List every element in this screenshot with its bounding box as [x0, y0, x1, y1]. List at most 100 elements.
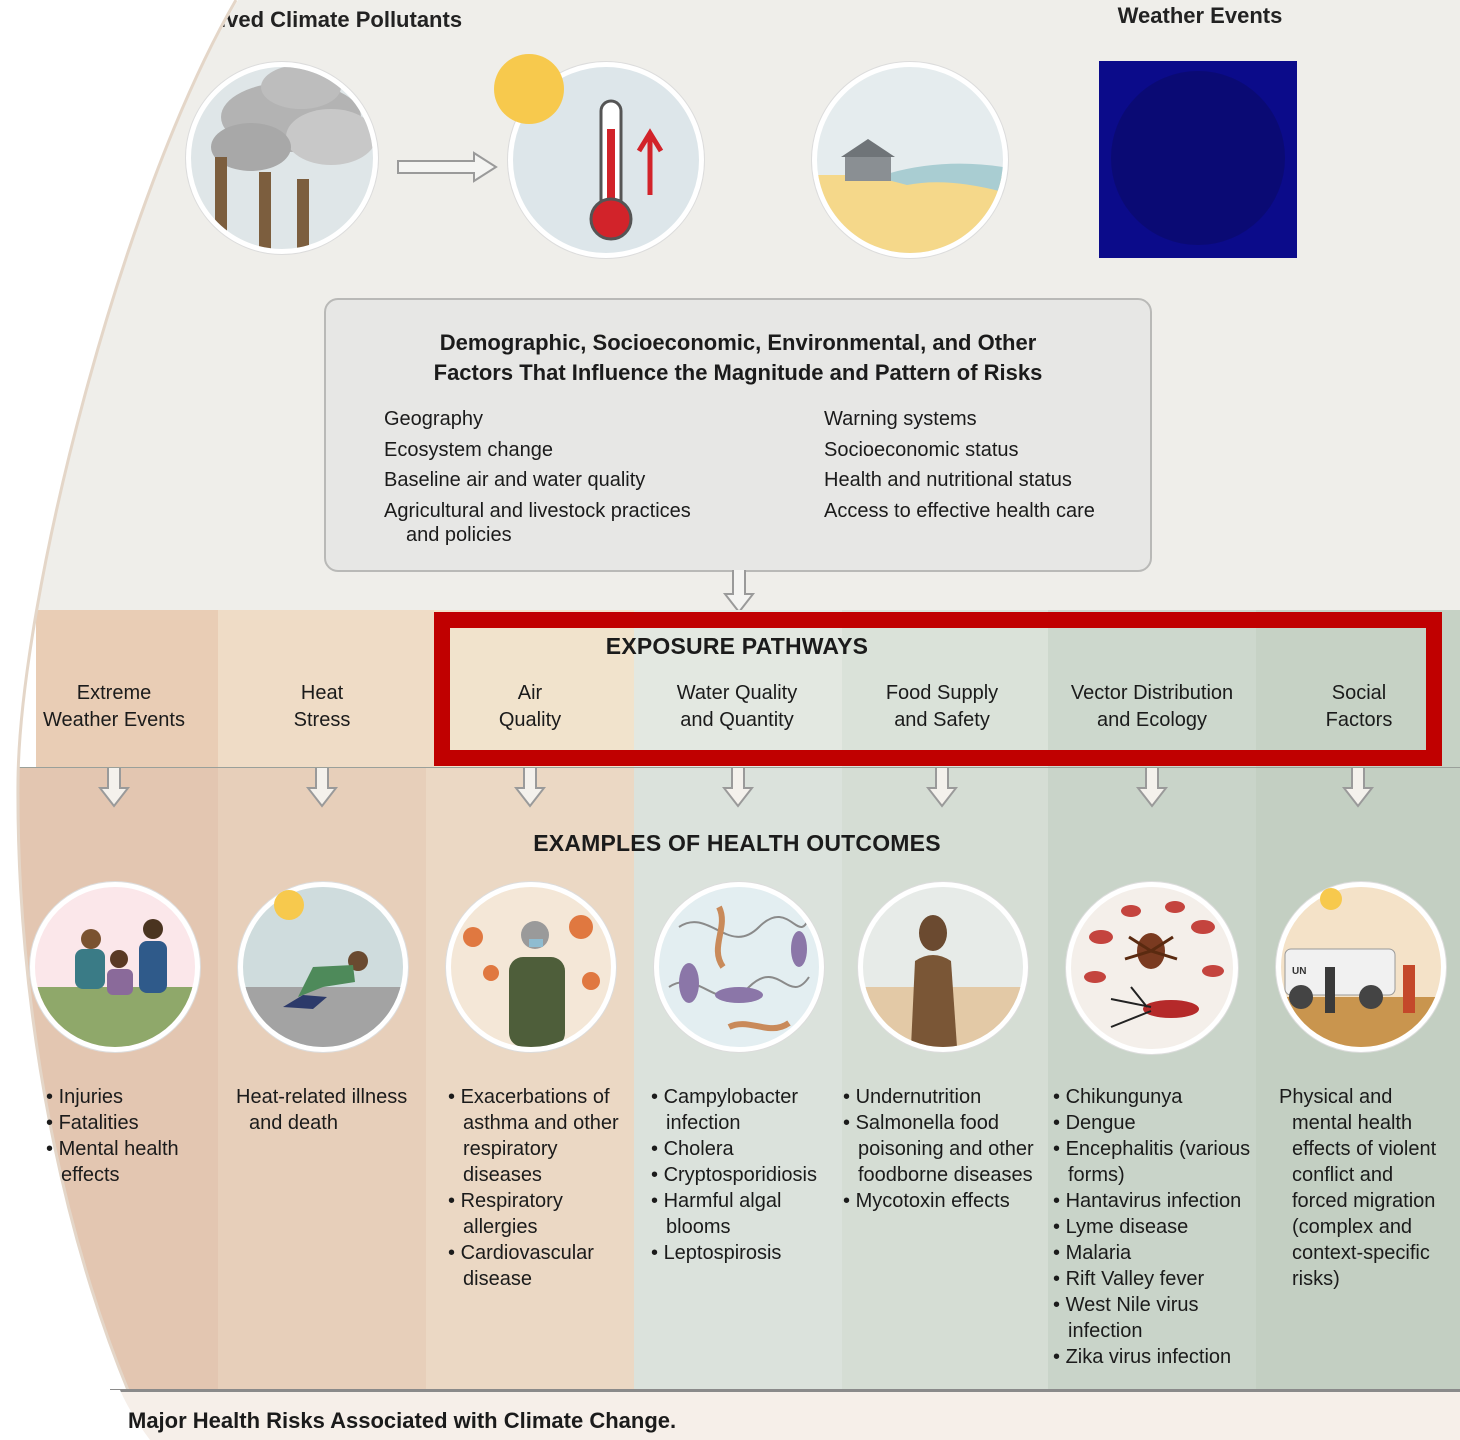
outcome-item: • Respiratory allergies — [448, 1190, 563, 1238]
pathway-line2: Weather Events — [43, 709, 185, 731]
outcome-item: • Cholera — [651, 1138, 734, 1160]
outcome-item: • Zika virus infection — [1053, 1346, 1232, 1368]
factor-item: Warning systems — [824, 408, 977, 430]
down-arrow-icon — [722, 768, 754, 808]
band-vector — [1048, 610, 1256, 768]
outcomes-food: • Undernutrition • Salmonella food poiso… — [843, 1084, 1043, 1214]
health-outcomes-title: EXAMPLES OF HEALTH OUTCOMES — [533, 830, 941, 856]
factors-title: Demographic, Socioeconomic, Environmenta… — [326, 328, 1150, 388]
top-title-pollutants: ived Climate Pollutants — [220, 7, 463, 32]
outcomes-heat: Heat-related illness and death — [236, 1084, 420, 1136]
outcome-item: Physical and mental health effects of vi… — [1279, 1086, 1437, 1290]
outcome-item: • Lyme disease — [1053, 1216, 1189, 1238]
pathway-line1: Food Supply — [885, 682, 999, 704]
pathway-line2: and Quantity — [680, 709, 794, 731]
sun-icon — [274, 890, 304, 920]
column-food — [842, 768, 1048, 1390]
outcomes-air: • Exacerbations of asthma and other resp… — [448, 1084, 626, 1292]
outcome-item: • Cryptosporidiosis — [651, 1164, 817, 1186]
factor-item: Agricultural and livestock practices — [384, 499, 691, 522]
figure-caption: Major Health Risks Associated with Clima… — [128, 1408, 677, 1433]
pathway-line2: and Safety — [894, 709, 990, 731]
factor-item: Geography — [384, 408, 483, 430]
outcome-item: Heat-related illness and death — [236, 1086, 408, 1134]
down-arrow-icon — [722, 570, 756, 614]
factors-left-list: Geography Ecosystem change Baseline air … — [384, 404, 691, 551]
outcome-item: • Malaria — [1053, 1242, 1132, 1264]
factor-item: Socioeconomic status — [824, 438, 1019, 461]
band-water — [634, 610, 842, 768]
outcomes-extreme: • Injuries • Fatalities • Mental health … — [46, 1084, 216, 1188]
factor-item: Baseline air and water quality — [384, 469, 646, 491]
outcome-item: • Undernutrition — [843, 1086, 982, 1108]
page-curl-overlay — [0, 0, 238, 1440]
un-vehicle-label: UN — [1292, 966, 1307, 977]
outcomes-water: • Campylobacter infection • Cholera • Cr… — [651, 1084, 837, 1266]
smokestack-illustration — [186, 62, 378, 254]
outcome-item: • Dengue — [1053, 1112, 1136, 1134]
down-arrow-icon — [514, 768, 546, 808]
band-heat — [218, 610, 434, 768]
band-food — [842, 610, 1048, 768]
top-title-weather: Weather Events — [1117, 3, 1283, 28]
outcome-item: • Salmonella food poisoning and other fo… — [843, 1112, 1034, 1186]
pathway-label-vector: Vector Distribution and Ecology — [1050, 680, 1254, 734]
band-extreme — [36, 610, 218, 768]
pathway-line2: Factors — [1325, 709, 1393, 731]
outcome-item: • Rift Valley fever — [1053, 1268, 1205, 1290]
sun-icon — [494, 54, 564, 124]
pathway-line2: Quality — [498, 709, 562, 731]
pathway-line1: Vector Distribution — [1070, 682, 1234, 704]
down-arrow-icon — [1342, 768, 1374, 808]
factors-box: Demographic, Socioeconomic, Environmenta… — [324, 298, 1152, 572]
outcome-item: • West Nile virus infection — [1053, 1294, 1199, 1342]
factors-title-line1: Demographic, Socioeconomic, Environmenta… — [439, 330, 1037, 355]
outcome-item: • Leptospirosis — [651, 1242, 782, 1264]
column-social — [1256, 768, 1460, 1390]
down-arrow-icon — [926, 768, 958, 808]
exposure-pathways-title: EXPOSURE PATHWAYS — [605, 633, 869, 659]
pathway-label-water: Water Quality and Quantity — [636, 680, 838, 734]
outcome-item: • Fatalities — [46, 1112, 139, 1134]
column-air — [426, 768, 634, 1390]
column-heat — [218, 768, 426, 1390]
pathway-line1: Water Quality — [676, 682, 798, 704]
factor-item: Ecosystem change — [384, 438, 553, 461]
outcome-item: • Mental health effects — [46, 1138, 179, 1186]
column-water — [634, 768, 842, 1390]
extreme-weather-image — [1099, 61, 1297, 258]
factors-right-list: Warning systems Socioeconomic status Hea… — [824, 404, 1095, 526]
sea-level-house-illustration — [812, 62, 1008, 258]
down-arrow-icon — [1136, 768, 1168, 808]
sun-icon — [1320, 888, 1342, 910]
outcome-item: • Harmful algal blooms — [651, 1190, 782, 1238]
outcome-item: • Hantavirus infection — [1053, 1190, 1242, 1212]
outcome-item: • Exacerbations of asthma and other resp… — [448, 1086, 619, 1186]
outcome-item: • Cardiovascular disease — [448, 1242, 594, 1290]
vector-illustration — [1066, 882, 1238, 1054]
heat-illness-illustration — [238, 882, 408, 1052]
outcome-item: • Injuries — [46, 1086, 124, 1108]
pathway-label-food: Food Supply and Safety — [842, 680, 1042, 734]
pathway-line2: Stress — [293, 709, 351, 731]
bacteria-illustration — [654, 882, 824, 1052]
outcome-item: • Campylobacter infection — [651, 1086, 799, 1134]
factors-title-line2: Factors That Influence the Magnitude and… — [433, 360, 1043, 385]
band-air — [434, 610, 634, 768]
factor-item: Access to effective health care — [824, 499, 1095, 522]
pathway-line1: Heat — [300, 682, 344, 704]
pathway-line1: Extreme — [76, 682, 152, 704]
pathway-line2: and Ecology — [1096, 709, 1208, 731]
page-curl-overlay-bottom — [0, 1390, 150, 1440]
pathway-line1: Social — [1331, 682, 1387, 704]
pathway-line1: Air — [517, 682, 543, 704]
factor-item-continuation: and policies — [406, 524, 512, 546]
footer-divider — [110, 1389, 1460, 1392]
caption-bar — [0, 1392, 1460, 1440]
thermometer-illustration — [508, 62, 704, 258]
undernutrition-illustration — [858, 882, 1028, 1052]
factor-item: Health and nutritional status — [824, 469, 1072, 491]
